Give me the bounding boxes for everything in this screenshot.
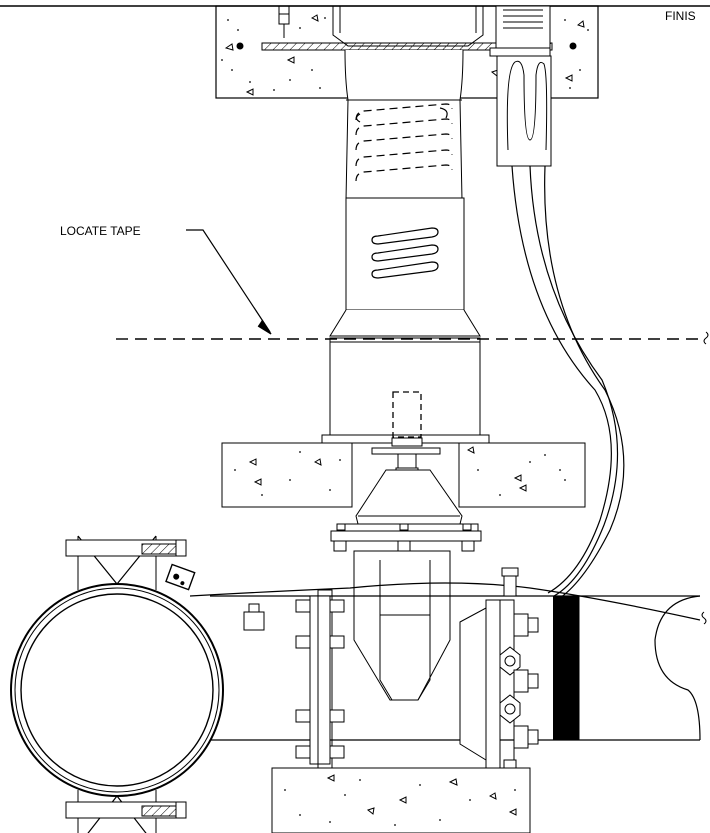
sensor-tube-assembly <box>489 5 552 167</box>
valve-bonnet <box>330 469 482 552</box>
locate-tape-end-mark <box>703 331 709 345</box>
reducer-and-lower-riser <box>321 309 490 444</box>
upper-riser-corrugations <box>355 103 453 182</box>
tracer-wire <box>189 582 701 621</box>
locate-tape-label: LOCATE TAPE <box>60 224 141 238</box>
finish-label: FINIS <box>665 9 696 23</box>
bottom-concrete-block <box>271 767 531 833</box>
middle-concrete-block-right <box>458 442 586 508</box>
locate-tape-leader <box>186 229 272 335</box>
valve-box-riser <box>332 6 484 311</box>
air-valve-fitting <box>243 603 265 631</box>
tape-wrap-band <box>553 596 579 740</box>
middle-concrete-block-left <box>221 442 353 508</box>
flange-right <box>459 567 519 771</box>
operating-nut-dashed <box>392 391 422 438</box>
valve-body <box>353 550 451 701</box>
sensor-cables <box>511 165 625 599</box>
flange-left <box>295 589 345 771</box>
tapping-saddle <box>10 535 224 833</box>
service-tee-fittings <box>499 613 539 749</box>
lower-riser-corrugations <box>371 227 439 279</box>
tracer-wire-end <box>701 611 707 625</box>
main-pipe <box>210 595 701 741</box>
